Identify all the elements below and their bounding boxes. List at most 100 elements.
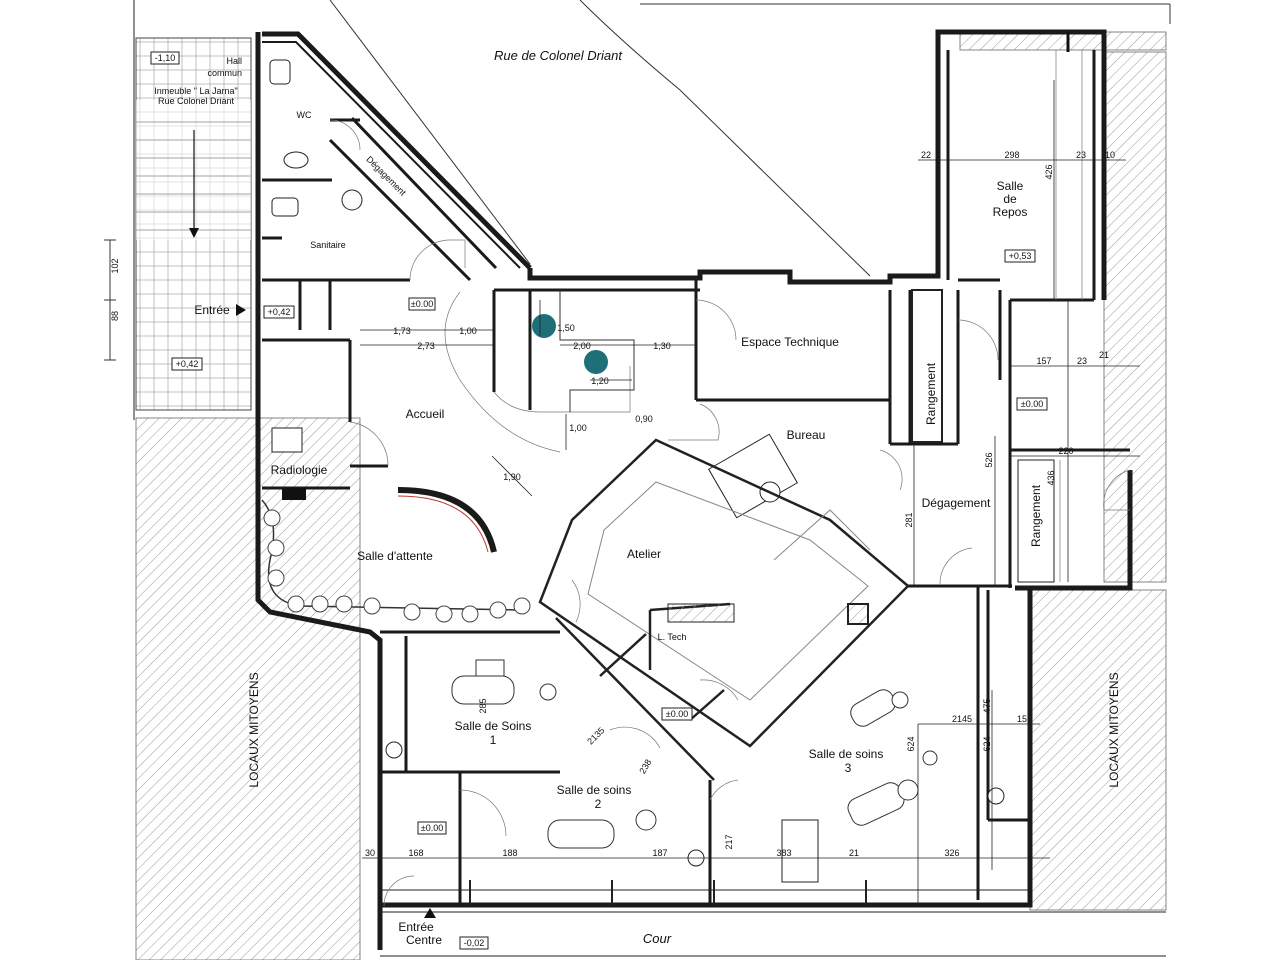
- soins3-walls: [908, 584, 1030, 900]
- tech-bureau-walls: [694, 278, 960, 446]
- room-soins-3-b: 3: [845, 761, 852, 775]
- rangement-closet-b: [1017, 459, 1055, 583]
- side-label-right: LOCAUX MITOYENS: [1107, 672, 1121, 787]
- dim-v624b: 624: [982, 736, 992, 751]
- entree-label: Entrée: [194, 303, 230, 317]
- rangement-level: ±0.00: [1021, 399, 1043, 409]
- dental-unit-marker-2: [584, 350, 608, 374]
- right-neighbour-hatch: [1029, 589, 1167, 911]
- dim-r220: 220: [1058, 446, 1073, 456]
- room-radiologie: Radiologie: [271, 463, 328, 477]
- dim-150: 1,50: [557, 323, 575, 333]
- room-wc: WC: [297, 110, 312, 120]
- room-atelier: Atelier: [627, 547, 661, 561]
- entree-centre-line-1: Entrée: [398, 920, 434, 934]
- dim-r23b: 23: [1077, 356, 1087, 366]
- dim-130: 1,30: [653, 341, 671, 351]
- dental-chair-3b: [847, 750, 938, 826]
- hall-line-4: Rue Colonel Driant: [158, 96, 235, 106]
- toilet-fixture-1: [269, 59, 291, 85]
- outside-level: +0,42: [176, 359, 199, 369]
- dental-chair-2: [547, 809, 657, 849]
- dim-120: 1,20: [591, 376, 609, 386]
- entree-centre-level: -0,02: [464, 938, 485, 948]
- soins3-stool: [987, 787, 1005, 805]
- dim-100b: 1,00: [569, 423, 587, 433]
- entree-level: +0,42: [268, 307, 291, 317]
- dim-090: 0,90: [635, 414, 653, 424]
- dim-v285: 285: [478, 698, 488, 713]
- dental-chair-1: [451, 659, 557, 705]
- dim-b168: 168: [408, 848, 423, 858]
- room-espace-technique: Espace Technique: [741, 335, 839, 349]
- room-l-tech: L. Tech: [658, 632, 687, 642]
- accueil-walls: [262, 288, 700, 490]
- dim-v2135: 2135: [585, 725, 606, 746]
- room-soins-2-b: 2: [595, 797, 602, 811]
- entree-arrow-icon: [236, 304, 246, 316]
- street-boundary-left: [329, 0, 531, 265]
- dim-l102: 102: [110, 258, 120, 273]
- room-rangement-a: Rangement: [924, 362, 938, 425]
- soins3-counter: [781, 819, 819, 883]
- dim-r15: 15: [1017, 714, 1027, 724]
- sink-icon: [341, 189, 363, 211]
- repos-level: +0,53: [1009, 251, 1032, 261]
- exterior-walls: [255, 29, 1133, 950]
- room-repos-line-3: Repos: [993, 205, 1028, 219]
- street-name-north: Rue de Colonel Driant: [494, 48, 623, 63]
- room-soins-1-a: Salle de Soins: [455, 719, 532, 733]
- washbasin-icon: [283, 151, 309, 169]
- dim-273: 2,73: [417, 341, 435, 351]
- dim-v238: 238: [637, 757, 653, 775]
- dim-v436: 436: [1046, 470, 1056, 485]
- atelier-level: ±0.00: [666, 709, 688, 719]
- dim-b30: 30: [365, 848, 375, 858]
- room-accueil: Accueil: [406, 407, 445, 421]
- dim-v281: 281: [904, 512, 914, 527]
- dim-b187: 187: [652, 848, 667, 858]
- dental-chair-3a: [850, 689, 909, 727]
- soins1-stool: [385, 741, 403, 759]
- dim-b383: 383: [776, 848, 791, 858]
- dim-190: 1,90: [503, 472, 521, 482]
- dim-r22: 22: [921, 150, 931, 160]
- right-top-hatch: [1103, 51, 1167, 583]
- room-salle-attente: Salle d'attente: [357, 549, 433, 563]
- dim-v526: 526: [984, 452, 994, 467]
- room-bureau: Bureau: [787, 428, 826, 442]
- entree-centre-line-2: Centre: [406, 933, 442, 947]
- dim-100: 1,00: [459, 326, 477, 336]
- radiology-panel: [282, 488, 306, 500]
- room-repos-line-1: Salle: [997, 179, 1024, 193]
- dim-r10: 10: [1105, 150, 1115, 160]
- room-repos-line-2: de: [1003, 192, 1017, 206]
- dim-v475: 475: [982, 698, 992, 713]
- street-name-south: Cour: [643, 931, 672, 946]
- entree-centre-arrow-icon: [424, 908, 436, 918]
- room-sanitaire: Sanitaire: [310, 240, 346, 250]
- level-boxes: [150, 51, 1048, 950]
- side-label-left: LOCAUX MITOYENS: [247, 672, 261, 787]
- l-tech-stack: [667, 603, 735, 623]
- dim-v217: 217: [724, 834, 734, 849]
- dim-173: 1,73: [393, 326, 411, 336]
- hall-line-2: commun: [207, 68, 242, 78]
- room-rangement-b: Rangement: [1029, 484, 1043, 547]
- soins2-level: ±0.00: [421, 823, 443, 833]
- street-boundary-right: [579, 0, 871, 277]
- room-degagement-top: Dégagement: [364, 154, 408, 198]
- dim-b188: 188: [502, 848, 517, 858]
- bureau-desk: [708, 433, 798, 519]
- reception-desk: [397, 487, 497, 553]
- dim-v426: 426: [1044, 164, 1054, 179]
- room-soins-2-a: Salle de soins: [557, 783, 632, 797]
- left-neighbour-hatch: [135, 417, 361, 960]
- sanitary-block-walls: [262, 116, 498, 330]
- repos-walls: [946, 50, 1130, 588]
- dim-r2145: 2145: [952, 714, 972, 724]
- waiting-room-chairs: [263, 509, 531, 623]
- dim-b21: 21: [849, 848, 859, 858]
- radiology-unit: [271, 427, 303, 453]
- dim-r21: 21: [1099, 350, 1109, 360]
